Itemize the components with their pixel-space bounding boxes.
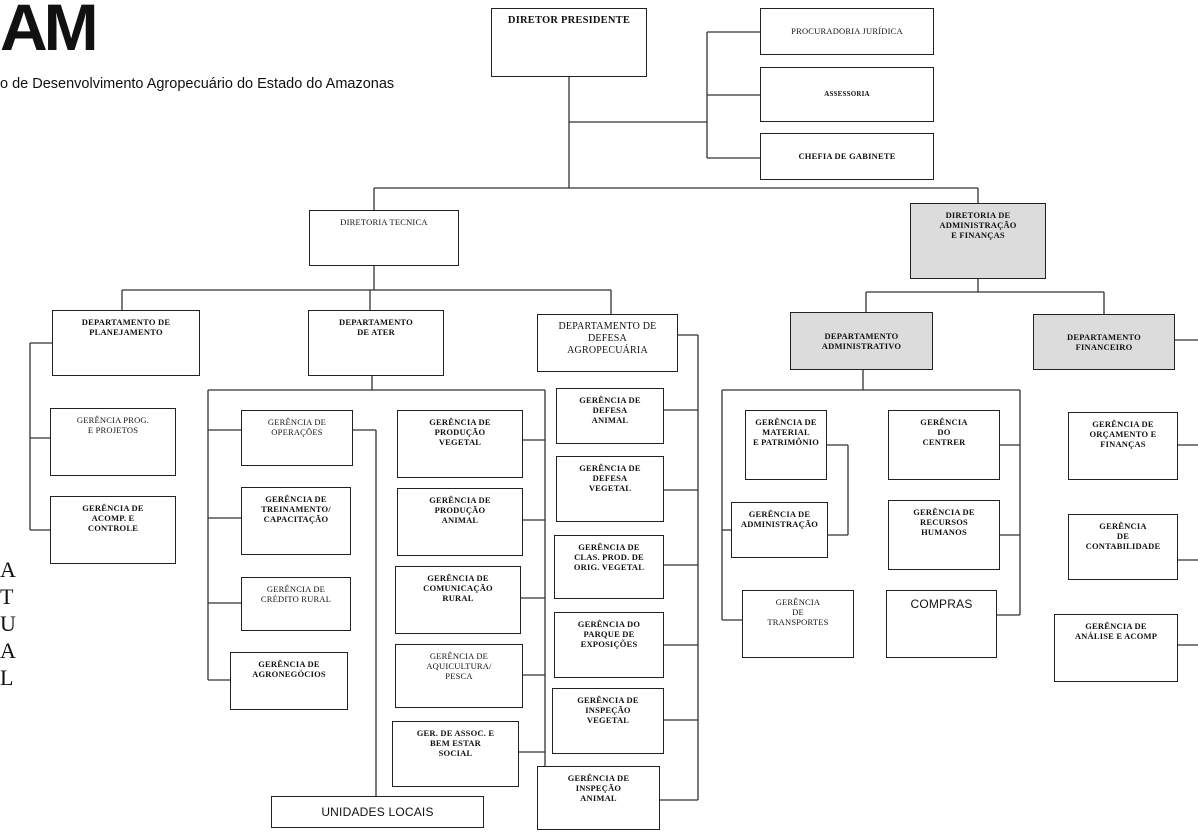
box-gerencia-defesa-animal: GERÊNCIA DE DEFESA ANIMAL <box>556 388 664 444</box>
box-gerencia-transportes: GERÊNCIA DE TRANSPORTES <box>742 590 854 658</box>
box-diretoria-tecnica: DIRETORIA TECNICA <box>309 210 459 266</box>
box-gerencia-centrer: GERÊNCIA DO CENTRER <box>888 410 1000 480</box>
box-assessoria: ASSESSORIA <box>760 67 934 122</box>
box-gerencia-producao-animal: GERÊNCIA DE PRODUÇÃO ANIMAL <box>397 488 523 556</box>
box-gerencia-prog-projetos: GERÊNCIA PROG. E PROJETOS <box>50 408 176 476</box>
box-gerencia-aquicultura-pesca: GERÊNCIA DE AQUICULTURA/ PESCA <box>395 644 523 708</box>
box-gerencia-agronegocios: GERÊNCIA DE AGRONEGÓCIOS <box>230 652 348 710</box>
side-letter: U <box>0 611 16 636</box>
box-procuradoria-juridica: PROCURADORIA JURÍDICA <box>760 8 934 55</box>
box-diretor-presidente: DIRETOR PRESIDENTE <box>491 8 647 77</box>
box-gerencia-treinamento-capacitacao: GERÊNCIA DE TREINAMENTO/ CAPACITAÇÃO <box>241 487 351 555</box>
box-gerencia-inspecao-animal: GERÊNCIA DE INSPEÇÃO ANIMAL <box>537 766 660 830</box>
box-gerencia-producao-vegetal: GERÊNCIA DE PRODUÇÃO VEGETAL <box>397 410 523 478</box>
box-gerencia-parque-exposicoes: GERÊNCIA DO PARQUE DE EXPOSIÇÕES <box>554 612 664 678</box>
agency-logo: AM <box>0 0 99 64</box>
box-departamento-ater: DEPARTAMENTO DE ATER <box>308 310 444 376</box>
side-letter: T <box>0 584 14 609</box>
box-chefia-de-gabinete: CHEFIA DE GABINETE <box>760 133 934 180</box>
box-departamento-planejamento: DEPARTAMENTO DE PLANEJAMENTO <box>52 310 200 376</box>
box-unidades-locais: UNIDADES LOCAIS <box>271 796 484 828</box>
side-letter: L <box>0 665 14 690</box>
box-gerencia-administracao: GERÊNCIA DE ADMINISTRAÇÃO <box>731 502 828 558</box>
box-departamento-defesa-agropecuaria: DEPARTAMENTO DE DEFESA AGROPECUÁRIA <box>537 314 678 372</box>
box-gerencia-credito-rural: GERÊNCIA DE CRÉDITO RURAL <box>241 577 351 631</box>
box-gerencia-comunicacao-rural: GERÊNCIA DE COMUNICAÇÃO RURAL <box>395 566 521 634</box>
box-gerencia-inspecao-vegetal: GERÊNCIA DE INSPEÇÃO VEGETAL <box>552 688 664 754</box>
box-gerencia-defesa-vegetal: GERÊNCIA DE DEFESA VEGETAL <box>556 456 664 522</box>
box-gerencia-clas-prod-orig-vegetal: GERÊNCIA DE CLAS. PROD. DE ORIG. VEGETAL <box>554 535 664 599</box>
side-letter: A <box>0 638 16 663</box>
box-departamento-financeiro: DEPARTAMENTO FINANCEIRO <box>1033 314 1175 370</box>
box-gerencia-material-patrimonio: GERÊNCIA DE MATERIAL E PATRIMÔNIO <box>745 410 827 480</box>
side-letter: A <box>0 557 16 582</box>
box-gerencia-orcamento-financas: GERÊNCIA DE ORÇAMENTO E FINANÇAS <box>1068 412 1178 480</box>
box-gerencia-analise-acomp: GERÊNCIA DE ANÁLISE E ACOMP <box>1054 614 1178 682</box>
box-gerencia-contabilidade: GERÊNCIA DE CONTABILIDADE <box>1068 514 1178 580</box>
side-letters: A T U A L <box>0 556 20 691</box>
box-compras: COMPRAS <box>886 590 997 658</box>
box-gerencia-assoc-bem-estar-social: GER. DE ASSOC. E BEM ESTAR SOCIAL <box>392 721 519 787</box>
box-gerencia-acomp-controle: GERÊNCIA DE ACOMP. E CONTROLE <box>50 496 176 564</box>
box-departamento-administrativo: DEPARTAMENTO ADMINISTRATIVO <box>790 312 933 370</box>
box-diretoria-administracao-financas: DIRETORIA DE ADMINISTRAÇÃO E FINANÇAS <box>910 203 1046 279</box>
box-gerencia-recursos-humanos: GERÊNCIA DE RECURSOS HUMANOS <box>888 500 1000 570</box>
organization-name: o de Desenvolvimento Agropecuário do Est… <box>0 76 395 92</box>
box-gerencia-operacoes: GERÊNCIA DE OPERAÇÕES <box>241 410 353 466</box>
